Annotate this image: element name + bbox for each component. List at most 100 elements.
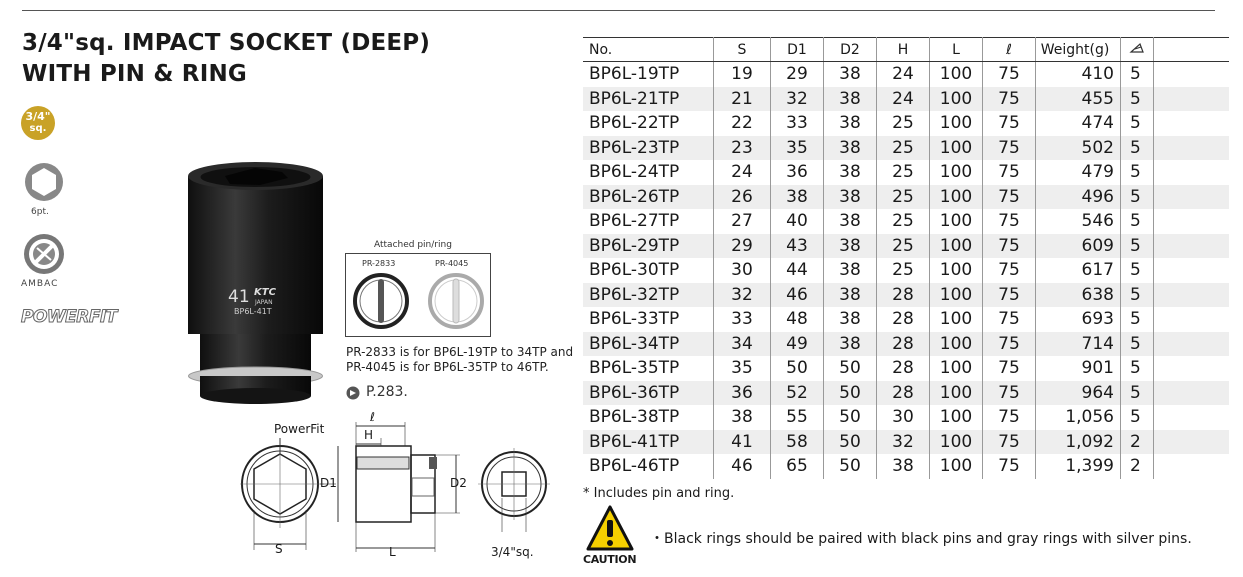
table-cell: 75 — [982, 111, 1036, 136]
attached-title: Attached pin/ring — [374, 240, 452, 250]
table-cell: 638 — [1035, 282, 1121, 307]
table-cell: 25 — [876, 233, 930, 258]
table-cell: 474 — [1035, 111, 1121, 136]
blank-cell — [1154, 454, 1230, 479]
table-cell: 43 — [770, 233, 824, 258]
table-cell: 75 — [982, 86, 1036, 111]
table-cell: 100 — [929, 111, 983, 136]
table-cell: 38 — [823, 111, 877, 136]
blank-cell — [1153, 380, 1229, 405]
table-cell: 24 — [876, 61, 930, 87]
table-cell: 75 — [982, 258, 1036, 283]
table-cell: 100 — [929, 61, 983, 87]
blank-cell — [1154, 258, 1230, 283]
table-cell: 5 — [1120, 111, 1154, 136]
table-cell: 1,092 — [1035, 429, 1121, 454]
table-cell: 5 — [1120, 258, 1154, 283]
part-number-cell: BP6L-21TP — [583, 86, 714, 111]
part-number-cell: BP6L-32TP — [583, 282, 714, 307]
table-cell: 55 — [770, 405, 824, 430]
table-cell: 964 — [1035, 380, 1121, 405]
table-cell: 5 — [1120, 282, 1154, 307]
blank-cell — [1154, 307, 1230, 332]
title-line-1: 3/4"sq. IMPACT SOCKET (DEEP) — [22, 30, 431, 56]
diagram-d1-label: D1 — [320, 476, 337, 490]
table-cell: 49 — [770, 331, 824, 356]
table-cell: 100 — [929, 135, 983, 160]
table-cell: 100 — [929, 356, 983, 381]
table-cell: 32 — [770, 86, 824, 111]
table-cell: 479 — [1035, 160, 1121, 185]
table-cell: 496 — [1035, 184, 1121, 209]
blank-cell — [1154, 111, 1230, 136]
table-cell: 38 — [823, 307, 877, 332]
table-cell: 502 — [1035, 135, 1121, 160]
blank-cell — [1154, 209, 1230, 234]
table-cell: 38 — [713, 405, 771, 430]
table-cell: 38 — [823, 331, 877, 356]
six-point-icon — [25, 163, 63, 201]
table-cell: 22 — [713, 111, 771, 136]
table-cell: 33 — [713, 307, 771, 332]
pin1-label: PR-2833 — [362, 259, 396, 268]
drive-size-badge-icon: 3/4" sq. — [21, 106, 55, 140]
table-cell: 901 — [1035, 356, 1121, 381]
page-ref[interactable]: P.283. — [366, 384, 408, 400]
table-cell: 38 — [823, 209, 877, 234]
title-line-2: WITH PIN & RING — [22, 61, 248, 87]
table-cell: 28 — [876, 380, 930, 405]
table-cell: 1,056 — [1035, 405, 1121, 430]
table-cell: 75 — [982, 160, 1036, 185]
blank-cell — [1153, 331, 1229, 356]
table-cell: 2 — [1120, 454, 1154, 479]
table-cell: 35 — [770, 135, 824, 160]
table-cell: 75 — [982, 184, 1036, 209]
table-cell: 25 — [876, 135, 930, 160]
table-cell: 25 — [876, 111, 930, 136]
table-cell: 5 — [1120, 209, 1154, 234]
part-number-cell: BP6L-38TP — [583, 405, 714, 430]
column-header: No. — [583, 37, 714, 62]
table-cell: 5 — [1120, 380, 1154, 405]
table-cell: 32 — [713, 282, 771, 307]
socket-origin-marking: JAPAN — [255, 299, 273, 306]
part-number-cell: BP6L-27TP — [583, 209, 714, 234]
table-cell: 75 — [982, 429, 1036, 454]
table-cell: 33 — [770, 111, 824, 136]
table-cell: 75 — [982, 135, 1036, 160]
table-cell: 25 — [876, 184, 930, 209]
caution-icon — [586, 505, 634, 551]
table-cell: 52 — [770, 380, 824, 405]
part-number-cell: BP6L-33TP — [583, 307, 714, 332]
table-cell: 19 — [713, 61, 771, 87]
table-cell: 5 — [1120, 307, 1154, 332]
blank-cell — [1153, 184, 1229, 209]
table-cell: 100 — [929, 282, 983, 307]
socket-model-marking: BP6L-41T — [234, 307, 272, 316]
part-number-cell: BP6L-34TP — [583, 331, 714, 356]
part-number-cell: BP6L-23TP — [583, 135, 714, 160]
column-header: S — [713, 37, 771, 62]
diagram-s-label: S — [275, 542, 283, 556]
table-cell: 38 — [823, 61, 877, 87]
column-header: ℓ — [982, 37, 1036, 62]
table-cell: 24 — [876, 86, 930, 111]
table-cell: 44 — [770, 258, 824, 283]
ambac-icon — [24, 234, 64, 274]
table-cell: 100 — [929, 86, 983, 111]
part-number-cell: BP6L-35TP — [583, 356, 714, 381]
badge-bottom-text: sq. — [29, 123, 47, 134]
table-cell: 29 — [713, 233, 771, 258]
table-cell: 27 — [713, 209, 771, 234]
